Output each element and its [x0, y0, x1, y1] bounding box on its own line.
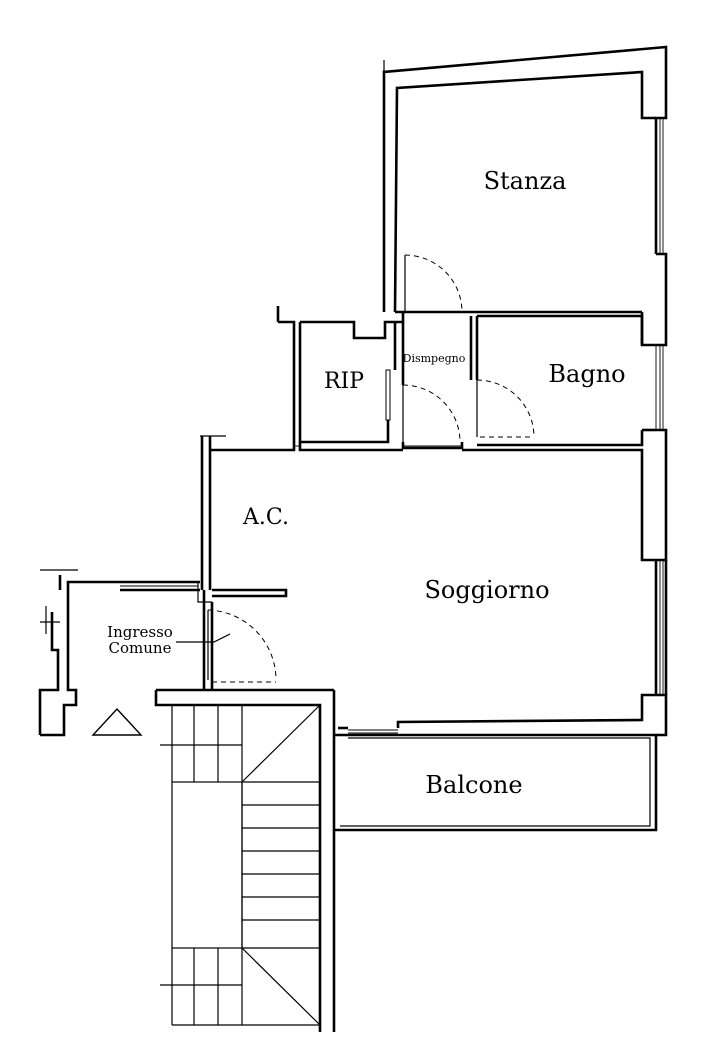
- room-label-ac: A.C.: [242, 505, 289, 530]
- doors: [176, 254, 535, 683]
- walls: [38, 45, 668, 1032]
- room-label-comune: Comune: [109, 639, 172, 657]
- room-label-soggiorno: Soggiorno: [424, 576, 549, 604]
- room-label-rip: RIP: [324, 369, 364, 394]
- room-label-disimpegno: Dismpegno: [403, 352, 466, 365]
- room-label-bagno: Bagno: [548, 360, 625, 388]
- room-label-stanza: Stanza: [484, 167, 567, 195]
- windows: [120, 118, 664, 734]
- entrance-arrow-icon: [91, 707, 143, 736]
- room-label-balcone: Balcone: [425, 771, 522, 799]
- room-label-ingresso: Ingresso: [107, 623, 173, 641]
- staircase: [160, 704, 321, 1026]
